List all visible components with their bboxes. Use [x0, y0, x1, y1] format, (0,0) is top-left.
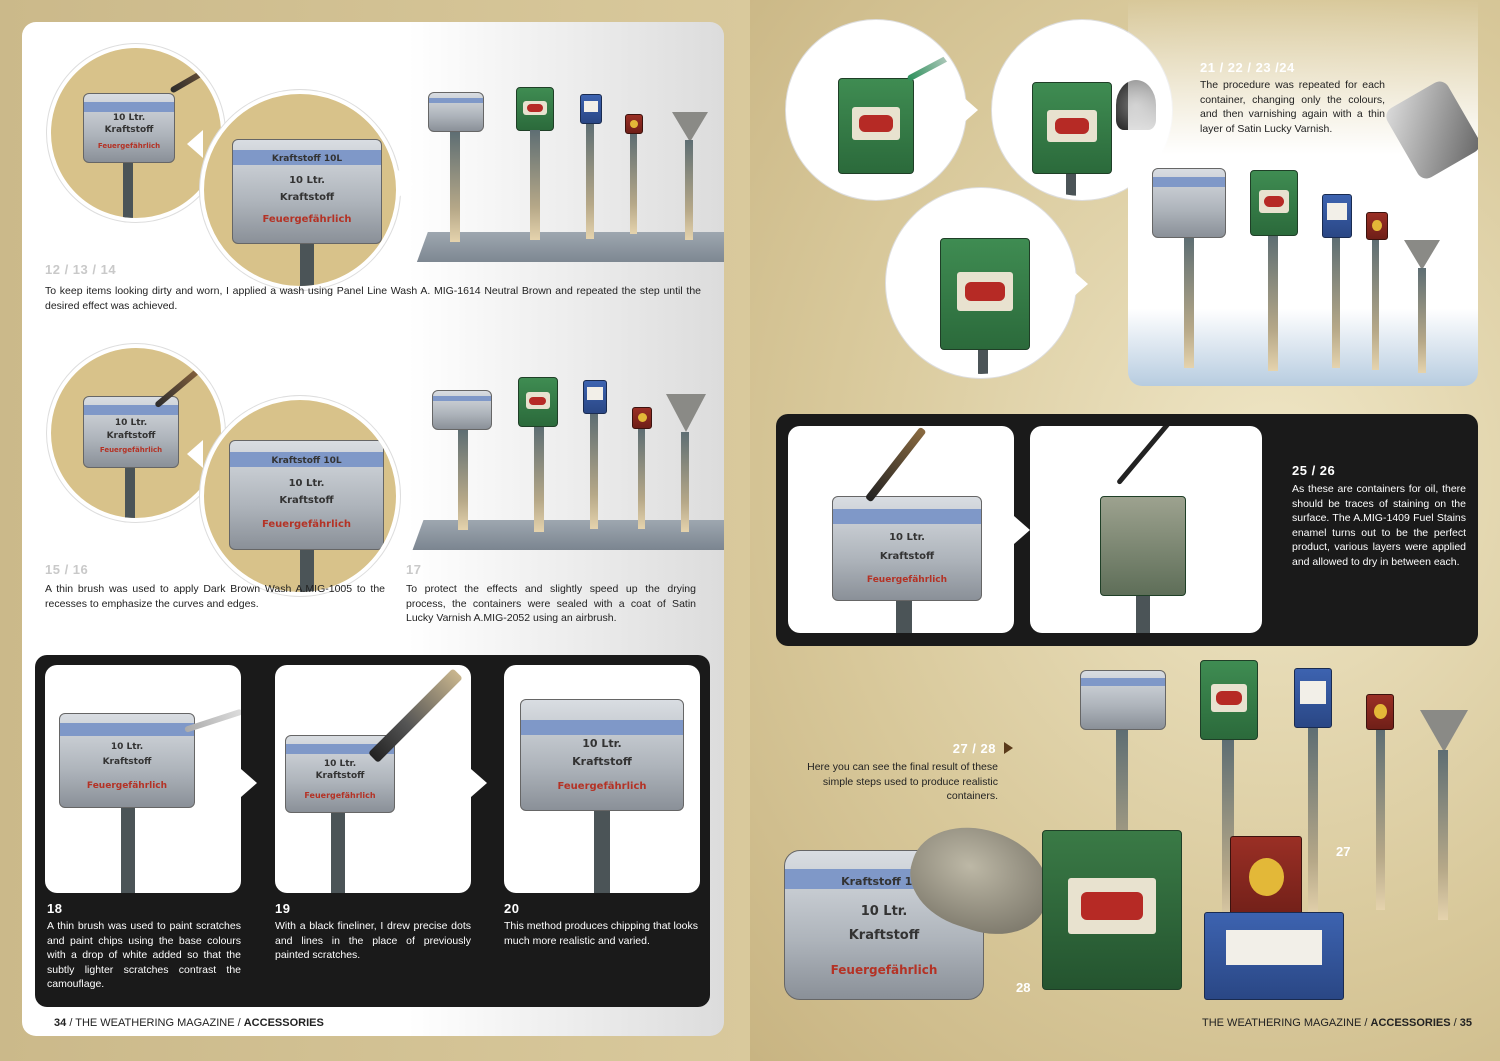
pointer-arrow — [187, 130, 203, 158]
photo-card-19: 10 Ltr. Kraftstoff Feuergefährlich — [275, 665, 471, 893]
step-text-12: To keep items looking dirty and worn, I … — [45, 285, 701, 312]
step-text-17: To protect the effects and slightly spee… — [406, 583, 696, 624]
step-number-12: 12 / 13 / 14 — [45, 262, 117, 277]
photo-circle-21 — [786, 20, 966, 200]
pointer-arrow — [1072, 270, 1088, 298]
left-footer: 34 / THE WEATHERING MAGAZINE / ACCESSORI… — [54, 1017, 324, 1029]
left-page: 10 Ltr. Kraftstoff Feuergefährlich Kraft… — [22, 22, 724, 1036]
step-number-20: 20 — [504, 901, 520, 916]
step-text-19: With a black fineliner, I drew precise d… — [275, 920, 471, 961]
magazine-title: THE WEATHERING MAGAZINE — [75, 1017, 235, 1029]
photo-final-result: Kraftstoff 10L 10 Ltr. Kraftstoff Feuerg… — [780, 650, 1480, 1010]
step-text-21: The procedure was repeated for each cont… — [1200, 79, 1385, 135]
arrow-right-icon — [1004, 742, 1013, 754]
dark-panel-steps-25-26: 10 Ltr. Kraftstoff Feuergefährlich 25 / … — [776, 414, 1478, 646]
photo-label-27: 27 — [1336, 844, 1351, 859]
pointer-arrow — [1014, 516, 1030, 544]
step-text-15: A thin brush was used to apply Dark Brow… — [45, 583, 385, 610]
pointer-arrow — [187, 440, 203, 468]
photo-circle-13: Kraftstoff 10L 10 Ltr. Kraftstoff Feuerg… — [200, 90, 400, 290]
step-text-20: This method produces chipping that looks… — [504, 920, 698, 947]
step-number-15: 15 / 16 — [45, 562, 89, 577]
photo-label-28: 28 — [1016, 980, 1031, 995]
step-number-25: 25 / 26 — [1292, 463, 1336, 478]
right-footer: THE WEATHERING MAGAZINE / ACCESSORIES / … — [1202, 1017, 1473, 1029]
photo-card-26 — [1030, 426, 1262, 633]
section-name: ACCESSORIES — [1370, 1017, 1451, 1029]
step-text-27: Here you can see the final result of the… — [807, 761, 998, 802]
photo-step-17 — [398, 372, 724, 552]
dark-panel-steps-18-20: 10 Ltr. Kraftstoff Feuergefährlich 10 Lt… — [35, 655, 710, 1007]
step-number-17: 17 — [406, 562, 422, 577]
step-number-18: 18 — [47, 901, 63, 916]
page-number: 35 — [1459, 1017, 1473, 1029]
pointer-arrow — [471, 769, 487, 797]
pointer-arrow — [962, 96, 978, 124]
photo-card-20: 10 Ltr. Kraftstoff Feuergefährlich — [504, 665, 700, 893]
photo-card-25: 10 Ltr. Kraftstoff Feuergefährlich — [788, 426, 1014, 633]
step-number-21: 21 / 22 / 23 /24 — [1200, 60, 1295, 75]
photo-step-14 — [392, 82, 724, 262]
pointer-arrow — [398, 170, 414, 198]
photo-card-18: 10 Ltr. Kraftstoff Feuergefährlich — [45, 665, 241, 893]
step-number-19: 19 — [275, 901, 291, 916]
right-page: 21 / 22 / 23 /24 The procedure was repea… — [750, 0, 1500, 1061]
pointer-arrow — [241, 769, 257, 797]
step-text-18: A thin brush was used to paint scratches… — [47, 920, 241, 990]
page-number: 34 — [54, 1017, 67, 1029]
photo-circle-23 — [886, 188, 1076, 378]
photo-step-24 — [1128, 0, 1478, 386]
section-name: ACCESSORIES — [243, 1017, 324, 1029]
photo-circle-16: Kraftstoff 10L 10 Ltr. Kraftstoff Feuerg… — [200, 396, 400, 596]
photo-circle-15: 10 Ltr. Kraftstoff Feuergefährlich — [47, 344, 225, 522]
step-number-27: 27 / 28 — [952, 741, 996, 756]
magazine-title: THE WEATHERING MAGAZINE — [1202, 1017, 1362, 1029]
step-text-25: As these are containers for oil, there s… — [1292, 483, 1466, 568]
